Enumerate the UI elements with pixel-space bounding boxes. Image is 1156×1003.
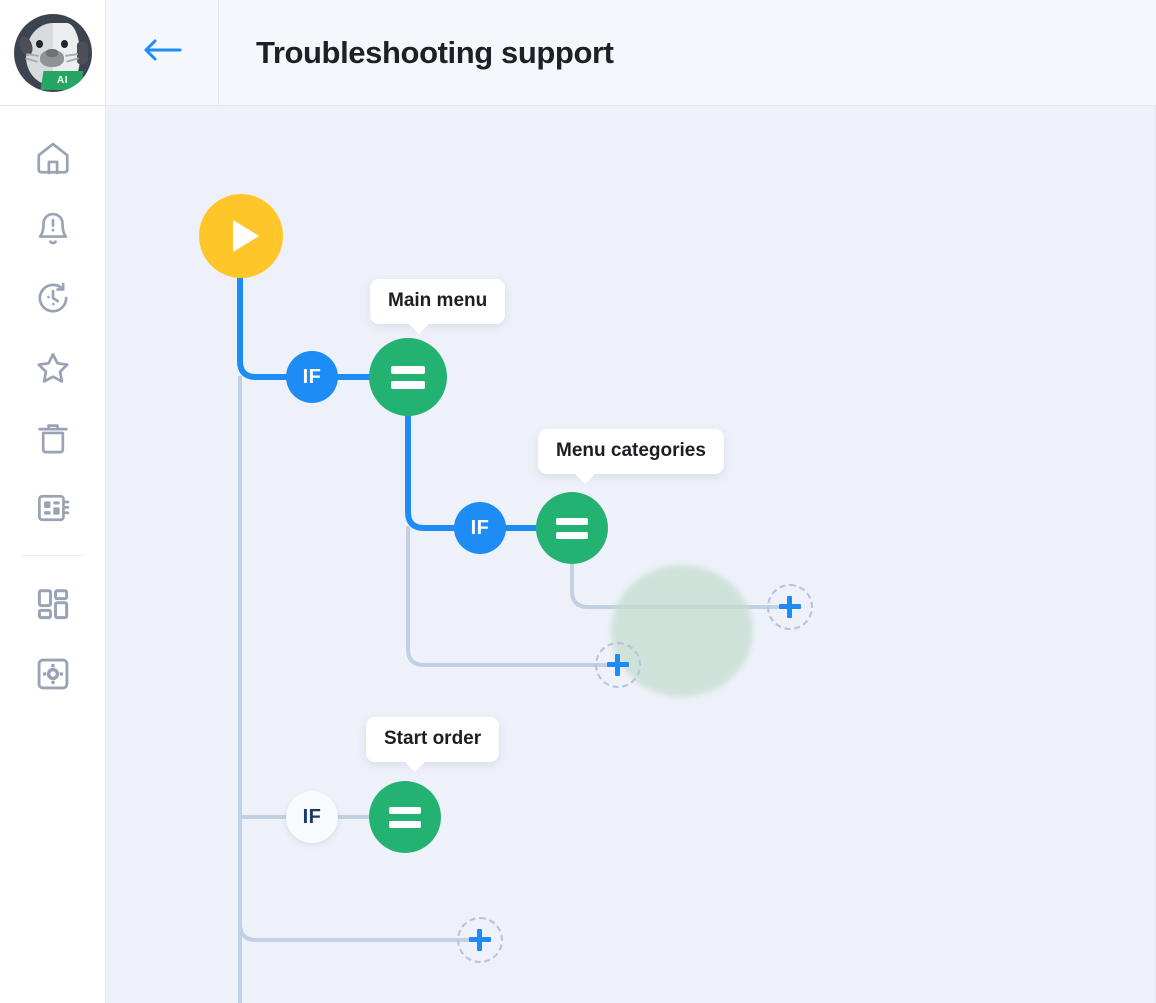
sidebar-item-history[interactable]: [23, 263, 83, 333]
plus-icon: [779, 596, 801, 618]
main-pane: Troubleshooting support: [106, 0, 1156, 1003]
condition-label: IF: [302, 365, 322, 388]
flow-node-message-menu-categories[interactable]: [536, 492, 608, 564]
plus-icon: [607, 654, 629, 676]
avatar-eye-right: [60, 39, 68, 48]
otter-mascot-avatar: AI: [13, 13, 92, 92]
flow-node-message-start-order[interactable]: [369, 781, 441, 853]
connector-trunk-to-add-root: [238, 922, 482, 942]
equals-icon: [391, 365, 425, 389]
sidebar-item-contacts[interactable]: [23, 473, 83, 543]
node-label-main-menu: Main menu: [370, 279, 506, 334]
connector-categories-to-add: [570, 562, 792, 609]
connector-start-to-if-main: [237, 268, 289, 380]
play-icon: [232, 220, 259, 252]
flow-connectors: [237, 268, 792, 1003]
sidebar-item-settings[interactable]: [23, 639, 83, 709]
condition-label: IF: [302, 805, 322, 828]
node-label-start-order: Start order: [366, 717, 500, 772]
flow-node-condition-start-order[interactable]: IF: [286, 791, 338, 843]
sidebar-item-favorites[interactable]: [23, 333, 83, 403]
left-sidebar: AI: [0, 0, 106, 1003]
flow-node-start[interactable]: [199, 194, 283, 278]
sidebar-divider: [21, 555, 84, 556]
alert-bell-icon: [34, 209, 72, 247]
sidebar-item-trash[interactable]: [23, 403, 83, 473]
flow-node-condition-categories[interactable]: IF: [454, 502, 506, 554]
add-step-button-root-branch[interactable]: [457, 917, 503, 963]
back-button[interactable]: [106, 0, 219, 105]
node-label-text: Menu categories: [556, 440, 706, 461]
avatar-headphone-right: [76, 41, 88, 64]
star-icon: [34, 349, 72, 387]
sidebar-nav: [0, 106, 106, 709]
grid-dashboard-icon: [34, 585, 72, 623]
flow-node-condition-main[interactable]: IF: [286, 351, 338, 403]
node-label-text: Main menu: [388, 290, 488, 311]
sidebar-item-alerts[interactable]: [23, 193, 83, 263]
avatar-nose: [45, 48, 58, 57]
equals-icon: [556, 517, 588, 539]
trash-icon: [34, 419, 72, 457]
home-icon: [34, 139, 72, 177]
history-icon: [34, 279, 72, 317]
settings-gear-icon: [34, 655, 72, 693]
brand-logo[interactable]: AI: [0, 0, 106, 106]
node-label-text: Start order: [384, 728, 482, 749]
connector-main-menu-to-if-categories: [405, 414, 457, 531]
equals-icon: [389, 806, 421, 828]
add-step-button-main-branch[interactable]: [595, 642, 641, 688]
sidebar-item-home[interactable]: [23, 123, 83, 193]
plus-icon: [469, 929, 491, 951]
flow-node-message-main-menu[interactable]: [369, 338, 447, 416]
contacts-icon: [34, 489, 72, 527]
arrow-left-icon: [140, 35, 184, 70]
sidebar-item-dashboard[interactable]: [23, 569, 83, 639]
flow-canvas[interactable]: IF IF IF: [106, 106, 1156, 1003]
avatar-eye-left: [35, 39, 43, 48]
connector-main-menu-to-add: [406, 526, 620, 667]
ai-badge: AI: [39, 70, 84, 90]
node-label-menu-categories: Menu categories: [538, 429, 724, 484]
add-step-button-categories-branch[interactable]: [767, 584, 813, 630]
page-title-container: Troubleshooting support: [219, 0, 1156, 105]
page-header: Troubleshooting support: [106, 0, 1156, 106]
condition-label: IF: [470, 516, 490, 539]
ai-badge-label: AI: [56, 74, 67, 86]
page-title: Troubleshooting support: [256, 34, 614, 70]
